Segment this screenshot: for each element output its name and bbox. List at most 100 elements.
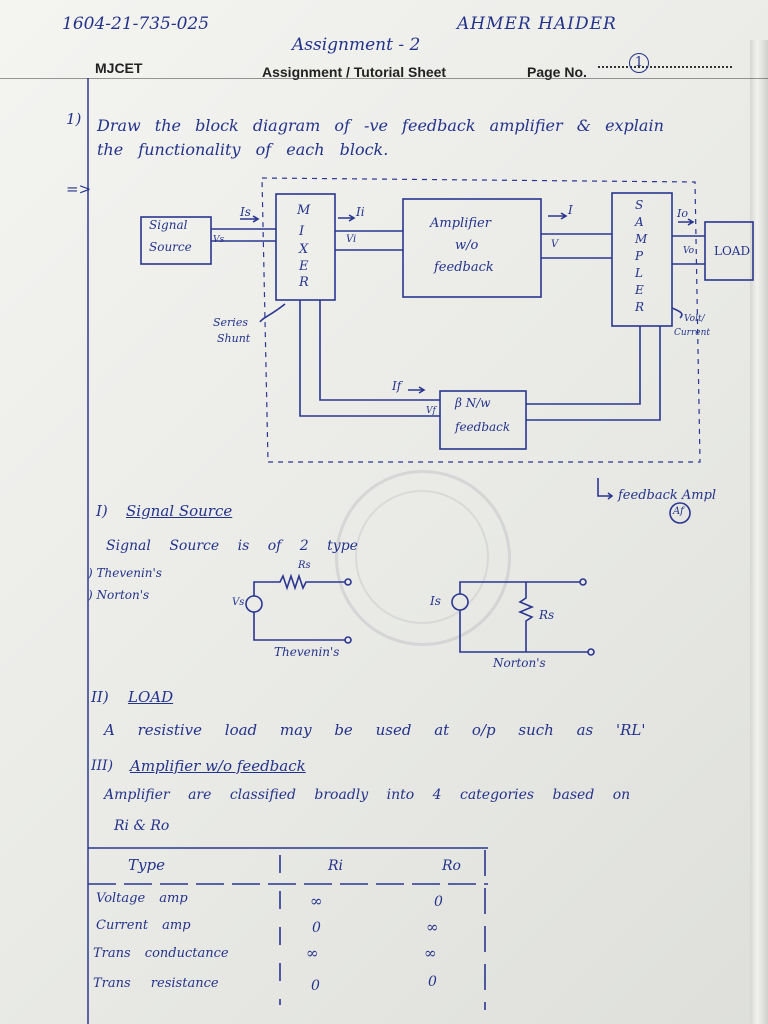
label-vi: Vi [346,234,357,245]
feedback-network-label-1: β N/w [455,396,491,410]
label-vo: Vo [683,246,695,256]
page-number-line [598,66,732,68]
label-io: Io [677,207,688,220]
signal-source-label-1: Signal [149,218,188,232]
norton-shunt-resistor [517,582,535,652]
mixer-block [275,193,336,301]
amplifier-label-3: feedback [434,260,494,275]
section-3-line-2: Ri & Ro [114,818,170,834]
section-2-text: A resistive load may be used at o/p such… [104,721,646,739]
sampler-letter-s: S [635,198,644,212]
mixer-letter-e: E [299,259,309,274]
volt-label: Volt/ [684,314,705,324]
thevenin-item: ) Thevenin's [88,566,162,580]
section-3-number: III) [91,758,114,774]
roll-number: 1604-21-735-025 [62,14,210,34]
volt-current-pointer [671,307,683,319]
load-label: LOAD [714,244,751,258]
feedback-to-mixer-wires [299,300,440,417]
label-if: If [392,379,402,393]
section-1-number: I) [96,502,108,520]
thevenin-vs-label: Vs [232,597,245,608]
table-row-1-ro: 0 [434,894,443,910]
is-arrow [240,215,260,223]
sampler-letter-r: R [635,300,645,314]
label-is: Is [240,205,251,219]
table-row-2-ro: ∞ [426,918,439,936]
current-label: Current [674,328,711,338]
amplifier-to-sampler-wires [541,233,612,259]
page-number-value: 1 [629,53,649,73]
amplifier-label-1: Amplifier [430,216,491,231]
source-to-mixer-wires [211,228,276,242]
amplifier-block [402,198,542,298]
table-header-ri: Ri [328,858,344,874]
norton-is-label: Is [430,594,441,608]
table-row-3-type: Trans conductance [93,946,229,961]
label-i: I [568,203,573,217]
norton-terminal-bottom [587,648,595,656]
table-header-type: Type [128,856,165,874]
table-row-1-type: Voltage amp [96,891,188,906]
signal-source-label-2: Source [149,240,192,254]
header-rule [0,78,768,80]
section-3-heading: Amplifier w/o feedback [130,757,306,775]
thevenin-rs-label: Rs [298,560,311,571]
norton-caption: Norton's [493,656,546,670]
table-row-4-ro: 0 [428,974,437,990]
mixer-letter-i: I [299,224,305,239]
io-arrow [678,218,695,226]
sampler-letter-a: A [635,215,644,229]
section-1-text: Signal Source is of 2 type [106,538,358,554]
table-row-4-ri: 0 [311,978,320,994]
mixer-to-amplifier-wires [335,230,403,251]
table-row-1-ri: ∞ [310,892,323,910]
table-row-3-ri: ∞ [306,944,319,962]
college-seal-inner-ring [355,490,489,624]
student-name: AHMER HAIDER [457,14,617,34]
norton-current-source [451,593,469,611]
thevenin-resistor-branch [253,573,345,596]
question-line-1: Draw the block diagram of -ve feedback a… [97,116,664,135]
sampler-block [611,192,673,327]
section-3-line-1: Amplifier are classified broadly into 4 … [104,787,631,803]
sampler-feedback-wires [526,326,661,421]
question-line-2: the functionality of each block. [97,140,389,159]
sampler-letter-m: M [635,232,648,246]
answer-marker: => [66,180,92,198]
sheet-title: Assignment / Tutorial Sheet [262,64,447,80]
question-number: 1) [66,110,82,128]
stacked-page-edges [750,40,768,1024]
sampler-letter-p: P [635,249,644,263]
page-number-label: Page No. [527,64,587,80]
feedback-ampl-label: feedback Ampl [618,488,717,503]
load-block [704,221,754,281]
thevenin-return-wire [253,612,345,641]
norton-terminal-top [579,578,587,586]
mixer-letter-m: M [297,203,311,218]
norton-item: ) Norton's [88,588,150,602]
norton-wires [459,581,588,653]
college-seal-watermark [335,470,511,646]
feedback-ampl-pointer [597,478,614,500]
mixer-letter-r: R [299,275,309,290]
sampler-to-load-wires [672,235,705,265]
sampler-letter-l: L [635,266,643,280]
thevenin-voltage-source [245,595,263,613]
amplifier-label-2: w/o [455,238,479,253]
feedback-network-label-2: feedback [455,420,511,434]
sampler-letter-e: E [635,283,644,297]
section-2-heading: LOAD [128,688,174,706]
thevenin-caption: Thevenin's [274,645,340,659]
af-label: Af [673,506,684,517]
if-arrow [408,386,426,394]
table-row-2-ri: 0 [312,920,321,936]
label-v: V [551,239,559,250]
ii-arrow [338,214,356,222]
feedback-amplifier-boundary [261,177,701,463]
section-1-heading: Signal Source [126,502,233,520]
series-label: Series [213,316,248,329]
margin-rule [87,78,89,1024]
label-vs: Vs [213,235,225,245]
